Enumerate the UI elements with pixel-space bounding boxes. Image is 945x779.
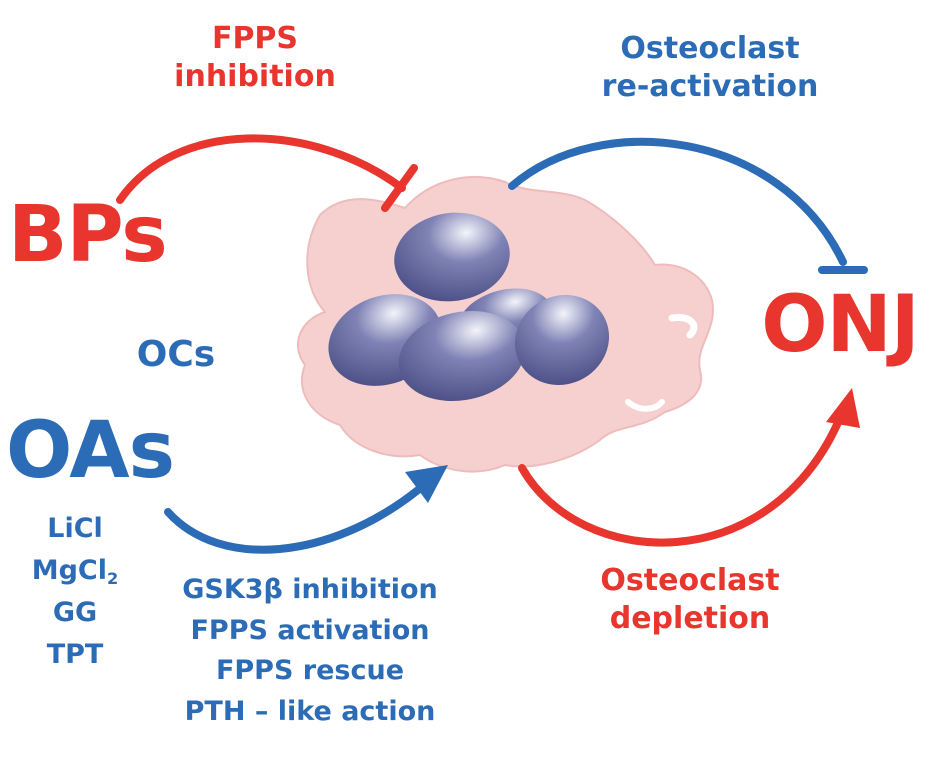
- reactivation-line-1: Osteoclast: [620, 31, 800, 66]
- bps-label: BPs: [8, 190, 168, 280]
- fpps-inhibition-line-2: inhibition: [174, 58, 336, 94]
- cell-highlight-bottom: [625, 399, 665, 412]
- depletion-label: Osteoclast depletion: [570, 562, 810, 637]
- depletion-line-1: Osteoclast: [600, 563, 780, 598]
- bps-inhibition-arrow: [116, 134, 406, 204]
- onj-label: ONJ: [761, 280, 920, 370]
- agent-tpt: TPT: [46, 638, 104, 670]
- oas-activation-arrow: [164, 486, 422, 554]
- mechanism-pth-like: PTH – like action: [184, 695, 436, 727]
- depletion-arrowhead: [826, 388, 860, 428]
- agent-licl: LiCl: [47, 513, 103, 544]
- nucleus-5: [514, 294, 610, 386]
- depletion-arrow: [518, 414, 844, 547]
- mechanisms-list: GSK3β inhibition FPPS activation FPPS re…: [162, 570, 458, 732]
- ocs-label: OCs: [136, 334, 216, 375]
- agent-mgcl2-subscript: 2: [107, 568, 119, 588]
- fpps-inhibition-label: FPPS inhibition: [150, 20, 360, 95]
- bps-inhibition-bar: [381, 164, 418, 212]
- oas-label: OAs: [6, 406, 175, 496]
- nucleus-1: [394, 212, 510, 302]
- agent-gg: GG: [52, 596, 98, 628]
- agents-list: LiCl MgCl2 GG TPT: [10, 508, 140, 675]
- cell-highlight-right: [668, 313, 698, 339]
- mechanism-gsk3b: GSK3β inhibition: [182, 574, 438, 605]
- oas-activation-arrowhead: [405, 465, 448, 503]
- agent-mgcl2-base: MgCl: [31, 554, 107, 586]
- agent-mgcl2: MgCl2: [10, 550, 140, 592]
- nucleus-4: [398, 310, 526, 402]
- fpps-inhibition-line-1: FPPS: [211, 21, 299, 56]
- mechanism-fpps-rescue: FPPS rescue: [215, 655, 405, 686]
- reactivation-line-2: re-activation: [601, 68, 819, 104]
- depletion-line-2: depletion: [609, 600, 771, 636]
- reactivation-label: Osteoclast re-activation: [580, 30, 840, 105]
- mechanism-fpps-activation: FPPS activation: [190, 614, 430, 646]
- reactivation-arrow: [508, 137, 847, 266]
